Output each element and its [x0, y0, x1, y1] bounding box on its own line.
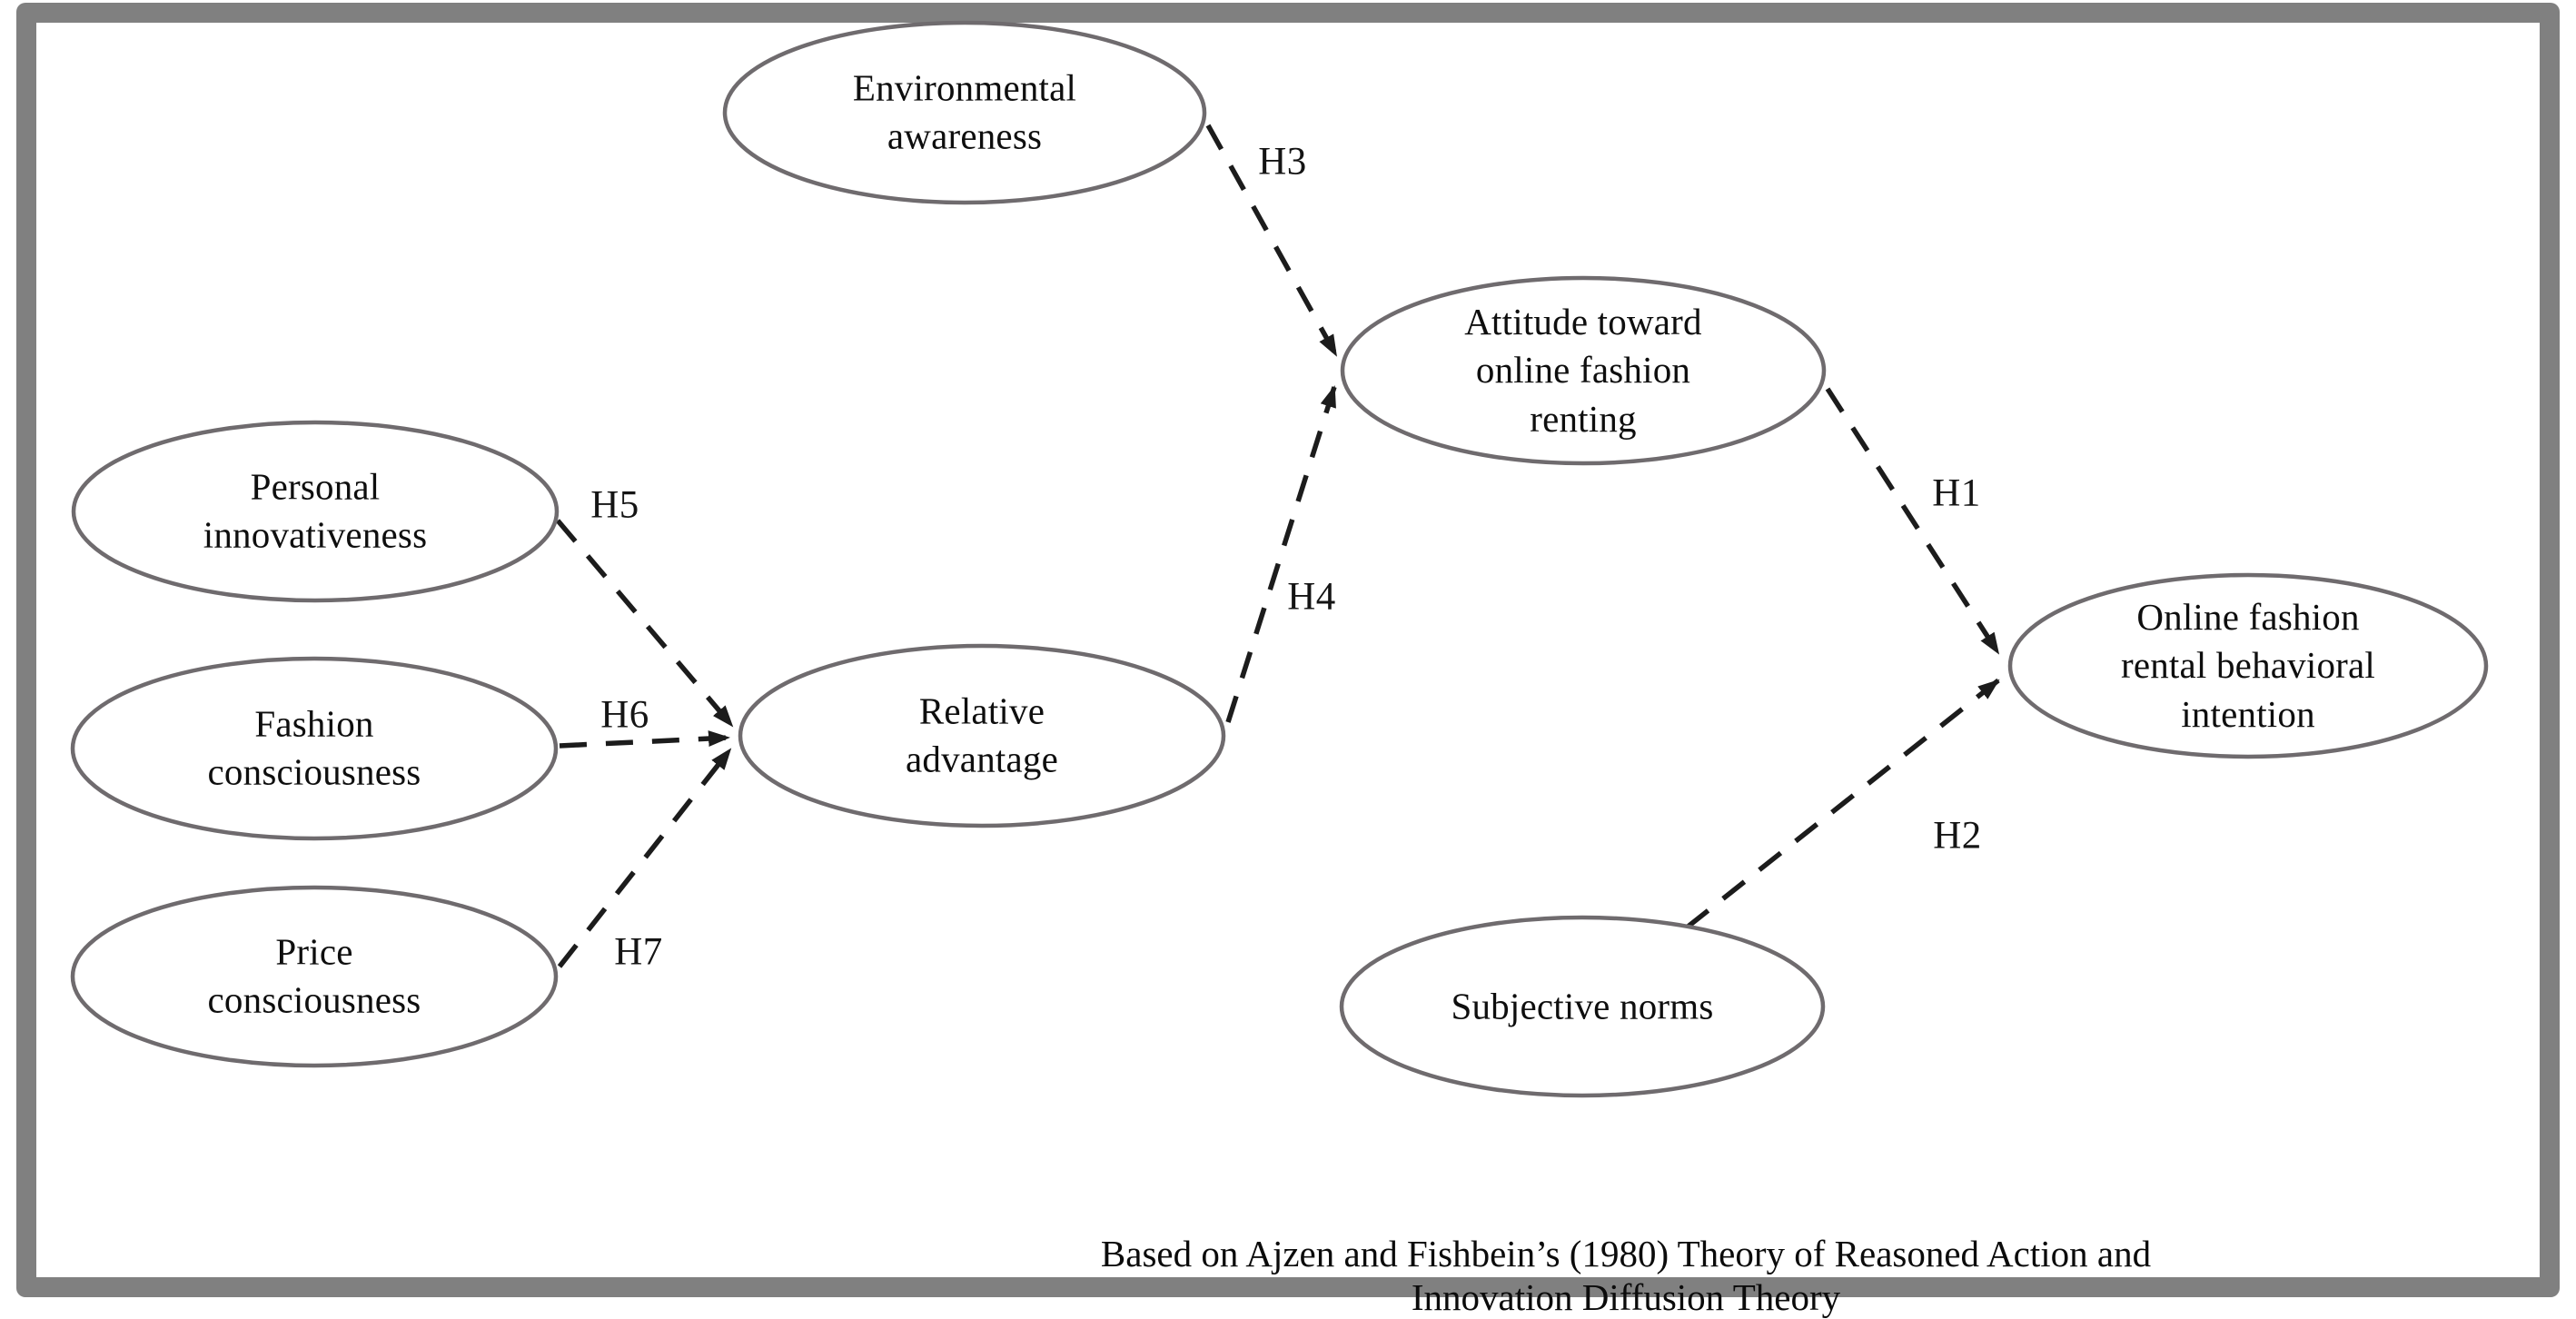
hypothesis-label-h7: H7: [614, 930, 663, 974]
personal-innovativeness-ellipse: [71, 420, 560, 603]
hypothesis-label-h5: H5: [590, 483, 639, 527]
environmental-awareness-ellipse: [722, 20, 1207, 205]
attitude-toward-online-fashion-renting-ellipse: [1340, 275, 1827, 466]
outer-frame-border: [16, 3, 2560, 1297]
node-label-price-consciousness: Price consciousness: [207, 930, 421, 1021]
node-label-attitude-toward-online-fashion-renting: Attitude toward online fashion renting: [1464, 301, 1702, 440]
node-label-online-fashion-rental-behavioral-intention: Online fashion rental behavioral intenti…: [2120, 596, 2375, 735]
diagram-source-caption: Based on Ajzen and Fishbein’s (1980) The…: [1100, 1233, 2152, 1318]
arrow-h6-fashion-consciousness-to-relative-advantage: [559, 730, 730, 749]
node-label-environmental-awareness: Environmental awareness: [852, 66, 1077, 157]
hypothesis-label-h4: H4: [1287, 575, 1336, 619]
arrow-h4-relative-advantage-to-attitude: [1225, 385, 1337, 723]
online-fashion-rental-behavioral-intention-ellipse: [2007, 572, 2489, 759]
node-label-relative-advantage: Relative advantage: [906, 689, 1058, 780]
arrow-h1-attitude-to-intention: [1825, 387, 2001, 655]
subjective-norms-ellipse: [1339, 915, 1826, 1098]
hypothesis-label-h6: H6: [600, 693, 649, 737]
node-label-personal-innovativeness: Personal innovativeness: [203, 465, 428, 556]
price-consciousness-ellipse: [70, 885, 559, 1068]
arrow-h2-subjective-norms-to-intention: [1685, 678, 2000, 930]
node-label-subjective-norms: Subjective norms: [1451, 985, 1714, 1027]
node-label-fashion-consciousness: Fashion consciousness: [207, 702, 421, 793]
relative-advantage-ellipse: [738, 643, 1226, 828]
fashion-consciousness-ellipse: [70, 656, 559, 841]
hypothesis-label-h2: H2: [1933, 814, 1982, 858]
hypothesis-label-h1: H1: [1932, 471, 1981, 515]
hypothesis-label-h3: H3: [1258, 140, 1307, 183]
